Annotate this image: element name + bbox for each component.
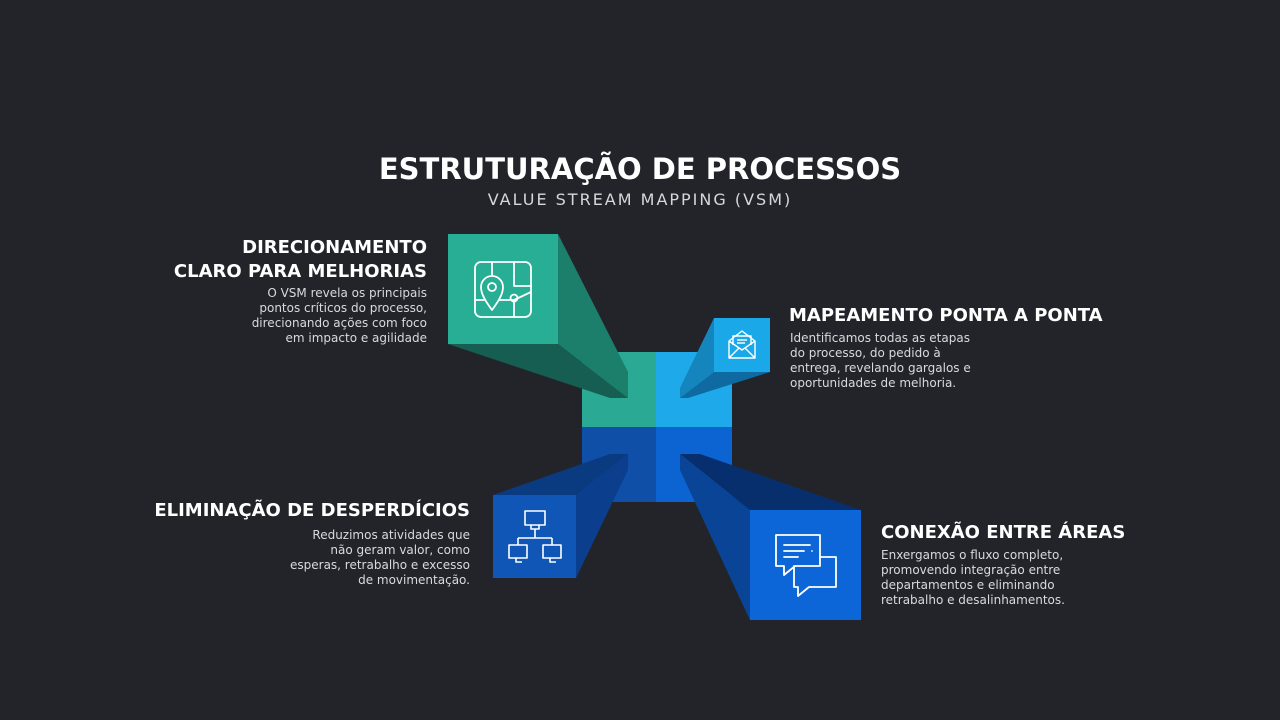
bottom-left-heading: ELIMINAÇÃO DE DESPERDÍCIOS (154, 500, 470, 521)
top-left-extrusion-side (558, 234, 628, 398)
top-right-block-face (714, 318, 770, 372)
bottom-left-extrusion-top (493, 454, 628, 495)
envelope-icon (728, 330, 756, 359)
top-right-heading: MAPEAMENTO PONTA A PONTA (789, 305, 1103, 326)
chat-icon (775, 534, 837, 597)
top-left-description: O VSM revela os principais pontos crític… (251, 286, 427, 345)
page-title: ESTRUTURAÇÃO DE PROCESSOS (378, 152, 902, 186)
bottom-right-heading: CONEXÃO ENTRE ÁREAS (881, 522, 1126, 543)
map-pin-icon (474, 261, 532, 318)
top-left-heading: DIRECIONAMENTO CLARO PARA MELHORIAS (173, 237, 427, 282)
page-subtitle: VALUE STREAM MAPPING (VSM) (487, 190, 793, 209)
bottom-left-extrusion-side (576, 454, 628, 578)
top-right-description: Identificamos todas as etapas do process… (790, 331, 971, 390)
network-icon (508, 510, 562, 563)
top-right-extrusion-bottom (680, 372, 770, 398)
bottom-right-block-face (750, 510, 861, 620)
top-left-extrusion-bottom (448, 344, 628, 398)
bottom-right-extrusion-top (680, 454, 861, 510)
bottom-right-extrusion-side (680, 454, 750, 620)
bottom-right-description: Enxergamos o fluxo completo, promovendo … (881, 548, 1065, 607)
top-right-extrusion-side (680, 318, 714, 398)
bottom-left-description: Reduzimos atividades que não geram valor… (290, 528, 470, 587)
